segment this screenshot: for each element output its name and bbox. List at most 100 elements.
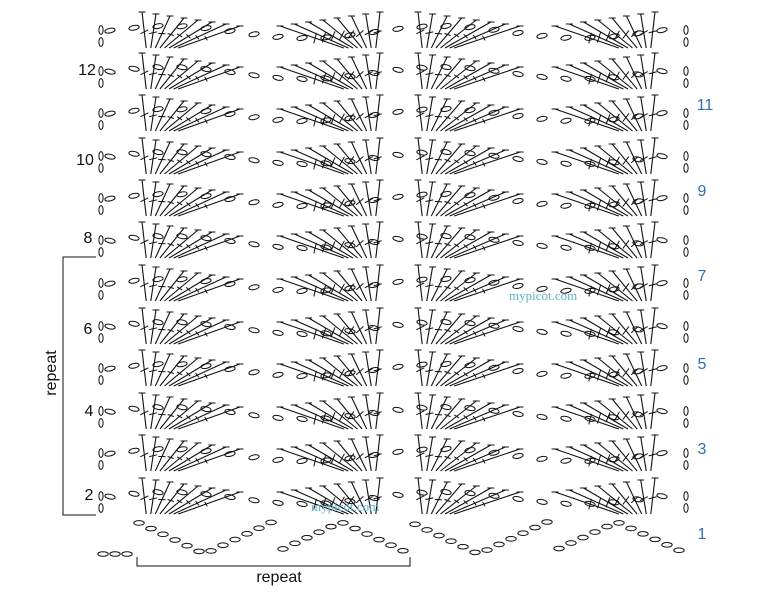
- chain-stitch: [290, 541, 300, 546]
- double-crochet-bar: [331, 412, 335, 422]
- row-label-12: 12: [78, 62, 96, 79]
- chain-stitch: [392, 236, 403, 243]
- row-label-7: 7: [698, 268, 707, 285]
- double-crochet-stitch: [160, 271, 184, 301]
- double-crochet-bar: [339, 412, 344, 421]
- double-crochet-stitch: [427, 55, 433, 89]
- chain-stitch: [362, 532, 372, 537]
- double-crochet-bar: [435, 414, 442, 415]
- chain-stitch: [482, 548, 492, 553]
- double-crochet-stitch: [436, 186, 462, 216]
- chain-stitch: [392, 407, 403, 414]
- double-crochet-stitch: [436, 399, 462, 429]
- chain-stitch: [248, 157, 259, 164]
- turning-chain: [684, 291, 688, 300]
- chain-stitch: [512, 240, 523, 247]
- double-crochet-stitch: [427, 267, 433, 301]
- turning-chain: [684, 38, 688, 47]
- double-crochet-stitch: [651, 180, 655, 216]
- chain-stitch: [512, 326, 523, 333]
- chain-stitch: [248, 72, 259, 79]
- chain-stitch: [656, 110, 667, 117]
- double-crochet-stitch: [160, 399, 184, 429]
- chain-stitch: [248, 199, 259, 206]
- double-crochet-stitch: [142, 308, 146, 344]
- turning-chain: [684, 236, 688, 245]
- chain-stitch: [626, 526, 636, 531]
- chain-stitch: [272, 75, 283, 82]
- chain-stitch: [272, 457, 283, 464]
- chain-stitch: [272, 372, 283, 379]
- double-crochet-stitch: [155, 397, 170, 429]
- double-crochet-stitch: [376, 350, 380, 386]
- chain-stitch: [416, 404, 427, 411]
- turning-chain: [99, 492, 103, 501]
- turning-chain: [99, 67, 103, 76]
- double-crochet-stitch: [436, 441, 462, 471]
- turning-chain: [99, 279, 103, 288]
- chain-stitch: [656, 408, 667, 415]
- chain-stitch: [128, 362, 139, 369]
- turning-chain: [99, 152, 103, 161]
- double-crochet-stitch: [351, 312, 366, 344]
- double-crochet-stitch: [569, 65, 623, 89]
- double-crochet-stitch: [155, 439, 170, 471]
- double-crochet-stitch: [626, 142, 641, 174]
- double-crochet-stitch: [160, 144, 184, 174]
- chain-stitch: [98, 552, 108, 557]
- chain-stitch: [638, 532, 648, 537]
- double-crochet-stitch: [418, 478, 422, 514]
- chain-stitch: [674, 548, 684, 553]
- turning-chain: [684, 79, 688, 88]
- chain-stitch: [536, 116, 547, 123]
- chain-stitch: [536, 159, 547, 166]
- chain-stitch: [536, 499, 547, 506]
- double-crochet-stitch: [160, 18, 184, 48]
- double-crochet-stitch: [431, 142, 447, 174]
- turning-chain: [99, 291, 103, 300]
- chain-stitch: [314, 530, 324, 535]
- row-label-5: 5: [698, 356, 707, 373]
- chain-stitch: [128, 320, 139, 327]
- chain-stitch: [560, 457, 571, 464]
- double-crochet-stitch: [569, 277, 623, 301]
- chain-stitch: [194, 549, 204, 554]
- chain-stitch: [434, 533, 444, 538]
- double-crochet-bar: [356, 113, 363, 119]
- chain-stitch: [122, 552, 132, 557]
- double-crochet-bar: [339, 369, 344, 378]
- chain-stitch: [512, 71, 523, 78]
- double-crochet-stitch: [418, 308, 422, 344]
- chain-stitch: [392, 449, 403, 456]
- double-crochet-stitch: [436, 314, 462, 344]
- double-crochet-stitch: [641, 310, 647, 344]
- turning-chain: [684, 194, 688, 203]
- vertical-repeat-bracket: [63, 257, 96, 515]
- double-crochet-stitch: [337, 18, 362, 48]
- chain-stitch: [296, 203, 307, 210]
- turning-chain: [684, 492, 688, 501]
- chain-stitch: [170, 538, 180, 543]
- double-crochet-stitch: [427, 14, 433, 48]
- double-crochet-stitch: [651, 435, 655, 471]
- double-crochet-stitch: [427, 437, 433, 471]
- chain-stitch: [128, 24, 139, 31]
- double-crochet-bar: [331, 241, 335, 251]
- chain-stitch: [176, 404, 187, 411]
- turning-chain: [684, 121, 688, 130]
- chain-stitch: [656, 237, 667, 244]
- chain-stitch: [104, 365, 115, 372]
- double-crochet-stitch: [436, 59, 462, 89]
- chain-stitch: [296, 501, 307, 508]
- turning-chain: [684, 504, 688, 513]
- double-crochet-bar: [331, 327, 335, 337]
- chain-stitch: [146, 526, 156, 531]
- double-crochet-stitch: [376, 180, 380, 216]
- double-crochet-stitch: [376, 265, 380, 301]
- double-crochet-stitch: [155, 142, 170, 174]
- chain-stitch: [176, 106, 187, 113]
- chain-stitch: [206, 549, 216, 554]
- double-crochet-bar: [356, 71, 363, 77]
- double-crochet-stitch: [351, 269, 366, 301]
- turning-chain: [684, 164, 688, 173]
